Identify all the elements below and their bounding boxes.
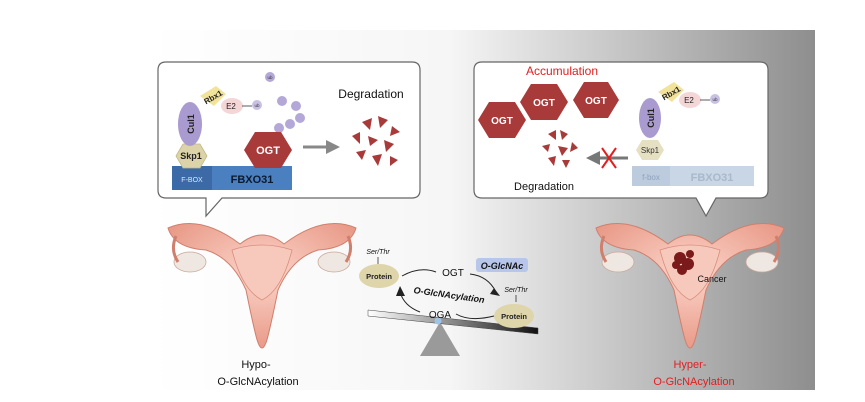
skp1-shape <box>175 143 208 169</box>
tumor-mass <box>672 250 694 275</box>
ogt-label: OGT <box>533 98 555 109</box>
degradation-arrow <box>303 140 340 154</box>
skp1-label-right: Skp1 <box>641 146 660 155</box>
ub-label: ub <box>267 75 273 80</box>
degraded-fragments <box>542 130 578 168</box>
e2-shape <box>221 98 243 114</box>
accumulation-label: Accumulation <box>526 64 598 78</box>
hyper-caption-line2: O-GlcNAcylation <box>653 376 734 388</box>
fbox-label-right: f-box <box>642 173 660 182</box>
cul1-label-right: Cul1 <box>646 108 656 128</box>
ubiquitin-free <box>265 72 275 82</box>
oga-center-label: OGA <box>429 310 452 321</box>
ogt-label: OGT <box>585 96 607 107</box>
protein-left <box>359 264 399 288</box>
ogt-hexagon <box>573 82 619 118</box>
oglcnac-tag <box>476 258 528 272</box>
ogt-center-label: OGT <box>442 268 464 279</box>
hypo-caption-line1: Hypo- <box>241 359 271 371</box>
fulcrum <box>420 322 460 356</box>
ubiquitin-chain <box>274 96 305 133</box>
cul1-label: Cul1 <box>186 114 196 134</box>
seesaw <box>367 309 539 356</box>
protein-left-label: Protein <box>366 272 392 281</box>
ogt-hexagon <box>244 132 292 168</box>
ubiquitin-e2 <box>252 100 262 110</box>
fbxo31-label-right: FBXO31 <box>691 172 734 184</box>
fbxo31-label: FBXO31 <box>231 174 274 186</box>
protein-right-label: Protein <box>501 312 527 321</box>
e2-label: E2 <box>226 102 236 111</box>
fbox-block <box>172 166 212 190</box>
ub-label: ub <box>254 103 260 108</box>
beam <box>367 309 539 335</box>
rbx1-shape <box>200 86 226 106</box>
ogt-label: OGT <box>256 145 280 157</box>
cancer-label: Cancer <box>697 274 726 284</box>
degradation-label-left: Degradation <box>338 87 403 101</box>
oglcnac-label: O-GlcNAc <box>481 261 524 271</box>
degradation-label-right: Degradation <box>514 181 574 193</box>
ogt-hexagon <box>478 102 526 138</box>
fbox-label: F-BOX <box>181 177 203 184</box>
cycle-arrows <box>396 269 500 320</box>
ogt-label: OGT <box>491 116 513 127</box>
ser-thr-right: Ser/Thr <box>504 287 528 294</box>
degraded-fragments <box>352 116 400 166</box>
ub-label: ub <box>712 97 718 102</box>
cul1-shape <box>178 102 202 146</box>
uterus-left <box>167 223 357 349</box>
faded-complex: f-box FBXO31 Skp1 Cul1 Rbx1 E2 ub <box>632 82 754 186</box>
protein-right <box>494 304 534 328</box>
e2-label-right: E2 <box>684 96 694 105</box>
hypo-caption-line2: O-GlcNAcylation <box>217 376 298 388</box>
hyper-caption-line1: Hyper- <box>673 359 706 371</box>
blocked-arrow <box>586 147 628 169</box>
skp1-label: Skp1 <box>180 151 202 161</box>
ogt-hexagon <box>520 84 568 120</box>
ser-thr-left: Ser/Thr <box>366 249 390 256</box>
